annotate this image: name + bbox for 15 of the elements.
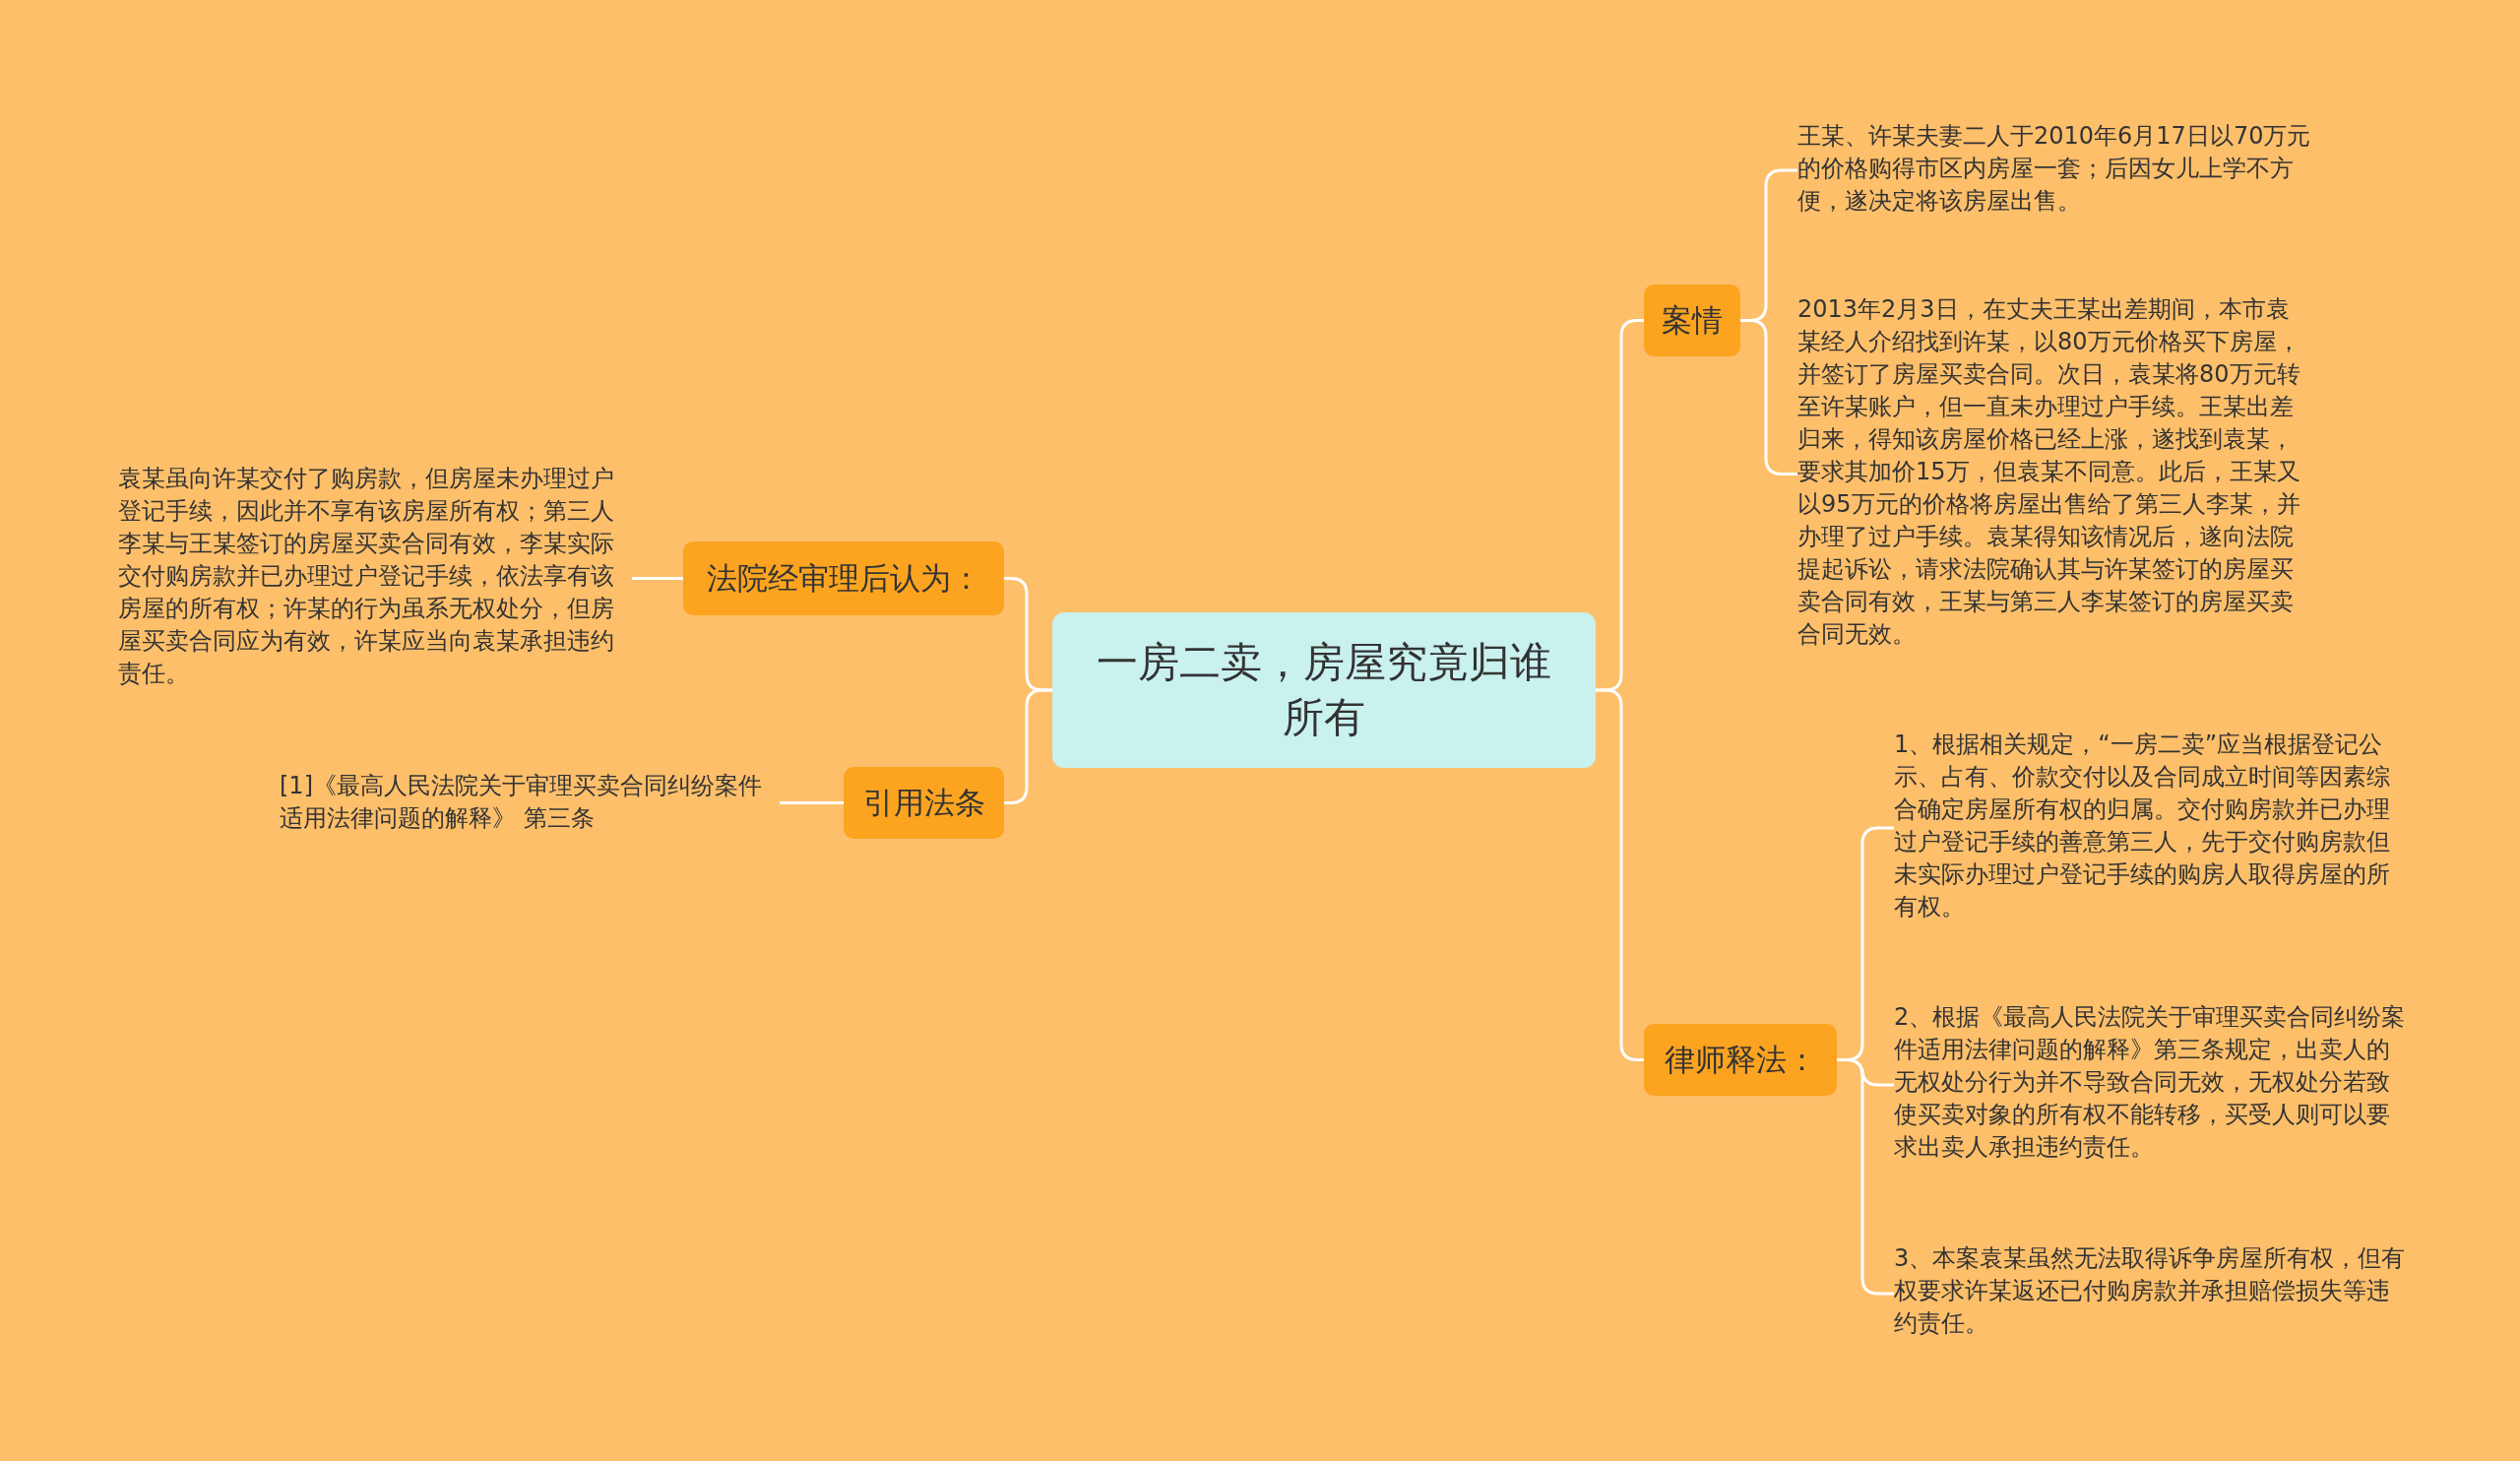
note-text: 2、根据《最高人民法院关于审理买卖合同纠纷案件适用法律问题的解释》第三条规定，出卖人的无权处分行为并不导致合同无效，无权处分若致使买卖对象的所有权不能转移，买受人则可以要求出卖人承担违约责任。 [1894, 1001, 2408, 1169]
branch-box: 案情 [1644, 285, 1740, 356]
connector-line [780, 801, 844, 804]
connector-line [1004, 688, 1052, 804]
connector-line [632, 577, 683, 580]
topic-box: 一房二卖，房屋究竟归谁所有 [1052, 612, 1596, 768]
note-text: 2013年2月3日，在丈夫王某出差期间，本市袁某经人介绍找到许某，以80万元价格买下房屋，并签订了房屋买卖合同。次日，袁某将80万元转至许某账户，但一直未办理过户手续。王某出差归来，得知该房屋价格已经上涨，遂找到袁某，要求其加价15万，但袁某不同意。此后，王某又以95万元的价格将房屋出售给了第三人李某，并办理了过户手续。袁某得知该情况后，遂向法院提起诉讼，请求法院确认其与许某签订的房屋买卖合同有效，王某与第三人李某签订的房屋买卖合同无效。 [1797, 293, 2311, 655]
note-text: 1、根据相关规定，“一房二卖”应当根据登记公示、占有、价款交付以及合同成立时间等因素综合确定房屋所有权的归属。交付购房款并已办理过户登记手续的善意第三人，先于交付购房款但未实际办理过户登记手续的购房人取得房屋的所有权。 [1894, 729, 2408, 927]
note-text: [1]《最高人民法院关于审理买卖合同纠纷案件适用法律问题的解释》 第三条 [280, 770, 780, 839]
branch-box: 律师释法： [1644, 1024, 1837, 1096]
note-text: 袁某虽向许某交付了购房款，但房屋未办理过户登记手续，因此并不享有该房屋所有权；第三人李某与王某签订的房屋买卖合同有效，李某实际交付购房款并已办理过户登记手续，依法享有该房屋的所有权；许某的行为虽系无权处分，但房屋买卖合同应为有效，许某应当向袁某承担违约责任。 [118, 463, 632, 694]
branch-box: 法院经审理后认为： [683, 541, 1004, 615]
note-text: 3、本案袁某虽然无法取得诉争房屋所有权，但有权要求许某返还已付购房款并承担赔偿损失等违约责任。 [1894, 1242, 2408, 1345]
note-text: 王某、许某夫妻二人于2010年6月17日以70万元的价格购得市区内房屋一套；后因女儿上学不方便，遂决定将该房屋出售。 [1797, 120, 2311, 221]
branch-box: 引用法条 [844, 767, 1004, 839]
